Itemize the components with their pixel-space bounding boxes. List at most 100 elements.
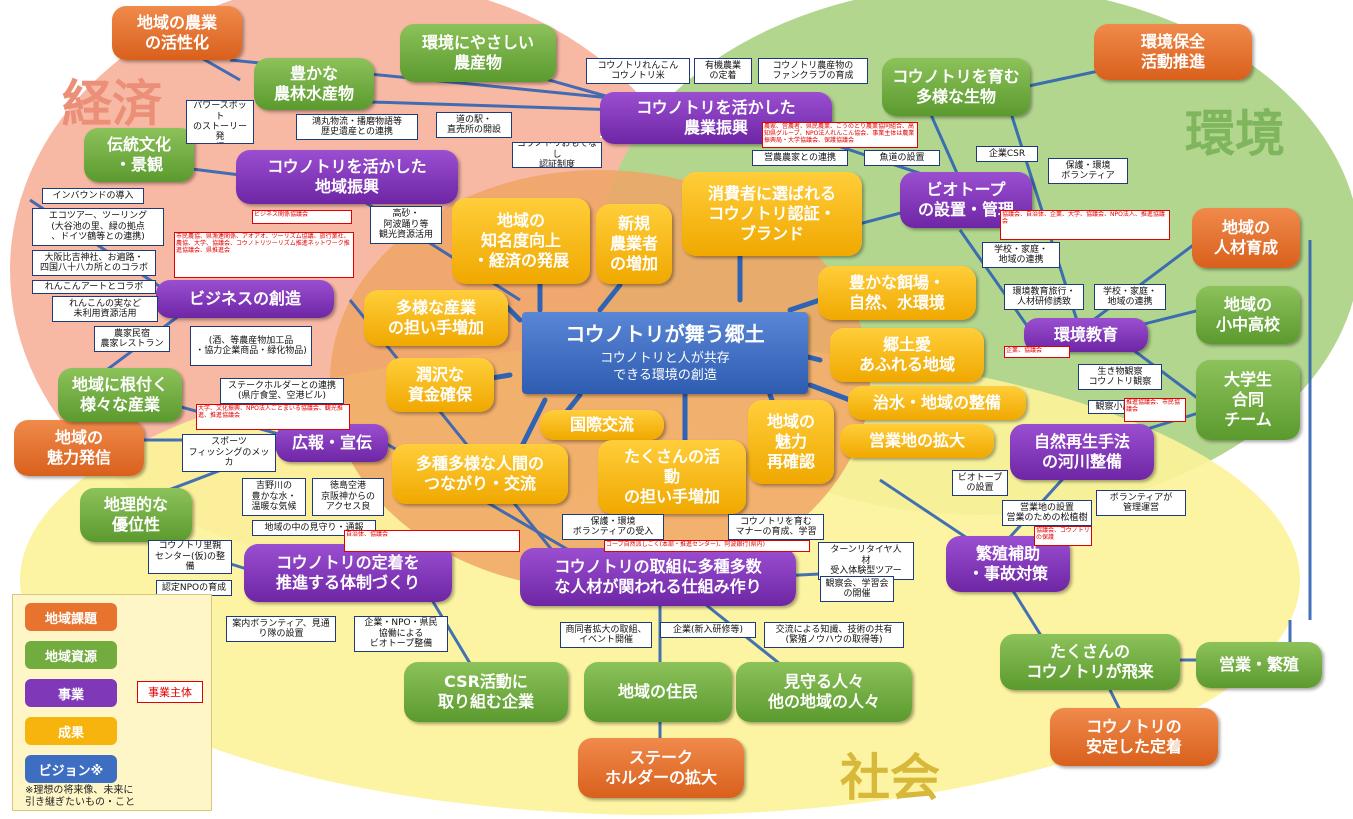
vision-subtitle: コウノトリと人が共存 できる環境の創造 <box>600 351 730 383</box>
note-school-family-2: 学校・家庭・ 地域の連携 <box>1094 284 1166 310</box>
note-education-trips: 環境教育旅行・ 人材研修誘致 <box>1004 284 1084 310</box>
project-pr: 広報・宣伝 <box>276 424 388 462</box>
resource-tradition-landscape: 伝統文化 ・景観 <box>84 128 194 182</box>
issue-environment-conservation: 環境保全 活動推進 <box>1094 24 1252 80</box>
actor-note-regional: 市民農協、県漁連関係、アオアオ、ツーリズム協議、旅行業社、農協、大学、協議会、コ… <box>174 232 354 278</box>
note-volunteer-management: ボランティアが 管理運営 <box>1096 490 1186 516</box>
note-corporate-training: 企業(新入研修等) <box>660 622 756 638</box>
resource-university-team: 大学生 合同 チーム <box>1196 360 1300 440</box>
issue-stakeholder-expansion: ステーク ホルダーの拡大 <box>578 738 744 798</box>
note-lotus-rice: コウノトリれんこん コウノトリ米 <box>586 58 690 84</box>
actor-note-pr: 大学、文化振興、NPO法人ごとまいる協議会、観光推進、推進協議会 <box>196 404 350 430</box>
actor-note-settlement: 自治体、協議会 <box>344 530 520 552</box>
note-farmer-cooperation: 営農農家との連携 <box>752 150 848 166</box>
project-river-restoration: 自然再生手法 の河川整備 <box>1010 424 1154 480</box>
resource-local-industries: 地域に根付く 様々な産業 <box>58 368 182 422</box>
outcome-certification-brand: 消費者に選ばれる コウノトリ認証・ ブランド <box>682 172 862 256</box>
legend-project: 事業 <box>25 679 117 707</box>
outcome-hometown-love: 郷土愛 あふれる地域 <box>830 328 984 382</box>
outcome-new-farmers: 新規 農業者 の増加 <box>596 204 672 284</box>
actor-note-watch: 推進協議会、自治体 <box>600 136 602 138</box>
resource-csr-companies: CSR活動に 取り組む企業 <box>404 662 568 722</box>
note-stakeholder-cooperation: ステークホルダーとの連携 (県庁食堂、空港ビル) <box>220 378 344 404</box>
legend-footnote: ※理想の将来像、未来に 引き継ぎたいもの・こと <box>25 785 135 808</box>
note-ecotourism: エコツアー、ツーリング (大谷池の里、緑の拠点 、ドイツ鶴等との連携) <box>32 208 164 246</box>
note-processed-products: (酒、等農産物加工品 ・協力企業商品・緑化物品) <box>190 326 312 366</box>
actor-note-biotope: 協議会、自治体、企業、大学、協議会、NPO法人、推進協議会 <box>1000 210 1170 240</box>
note-conservation-volunteer: 保護・環境 ボランティア <box>1048 158 1128 184</box>
economy-label: 経済 <box>62 74 162 133</box>
actor-note-river: 推進協議会、市民協議会 <box>1124 398 1186 422</box>
note-fishway: 魚道の設置 <box>864 150 940 166</box>
note-biotope-collaboration: 企業・NPO・県民 協働による ビオトープ整備 <box>354 616 448 652</box>
resource-local-schools: 地域の 小中高校 <box>1196 286 1300 344</box>
note-lotus-art: れんこんアートとコラボ <box>32 280 156 294</box>
project-settlement-system: コウノトリの定着を 推進する体制づくり <box>244 544 452 602</box>
note-supporter-events: 商同者拡大の取組、 イベント開催 <box>560 622 652 648</box>
note-inbound: インバウンドの導入 <box>42 188 144 204</box>
project-business-creation: ビジネスの創造 <box>156 280 334 318</box>
resource-breeding-sites: 営業・繁殖 <box>1196 642 1322 688</box>
legend-issue: 地域課題 <box>25 603 117 631</box>
note-observation-events: 観察会、学習会 の開催 <box>820 576 894 602</box>
note-sport-fishing: スポーツ フィッシングのメッ カ <box>182 434 276 472</box>
note-retiree-tours: ターンリタイヤ人 材 受入体験型ツアー <box>818 542 914 580</box>
note-farm-inn: 農家民宿 農家レストラン <box>94 326 170 352</box>
resource-biodiversity: コウノトリを育む 多様な生物 <box>882 58 1030 116</box>
note-history-heritage: 鴻丸物流・播磨物語等 歴史遺産との連携 <box>296 114 418 140</box>
note-tourism-resources: 高砂・ 阿波踊り等 観光資源活用 <box>370 206 442 244</box>
note-school-family-1: 学校・家庭・ 地域の連携 <box>982 242 1060 268</box>
issue-local-talent: 地域の 人材育成 <box>1192 208 1300 268</box>
project-diverse-people: コウノトリの取組に多種多数 な人材が関われる仕組み作り <box>520 548 796 606</box>
note-airport-access: 徳島空港 京阪神からの アクセス良 <box>312 478 384 516</box>
note-biotope-install: ビオトープ の設置 <box>952 470 1008 496</box>
legend-outcome: 成果 <box>25 717 117 745</box>
issue-agriculture-revitalization: 地域の農業 の活性化 <box>112 6 242 60</box>
outcome-funding: 潤沢な 資金確保 <box>386 358 494 412</box>
resource-many-storks: たくさんの コウノトリが飛来 <box>1000 634 1180 690</box>
issue-stork-settlement: コウノトリの 安定した定着 <box>1050 708 1218 766</box>
society-label: 社会 <box>840 748 940 807</box>
outcome-international-exchange: 国際交流 <box>540 410 664 440</box>
note-foster-center: コウノトリ里親 センター(仮)の整 備 <box>148 540 232 574</box>
outcome-feeding-grounds: 豊かな餌場・ 自然、水環境 <box>818 266 976 320</box>
actor-note-agriculture: 農家、営農者、県民農業、こうのとり農業協同組合、高知県グループ、NPO法人れんこ… <box>762 122 918 148</box>
note-power-spot: 安産祈願 パワースポット のストーリー発 掘 <box>186 100 254 144</box>
resource-watchers: 見守る人々 他の地域の人々 <box>736 662 912 722</box>
actor-note-education: 企業、協議会 <box>1004 346 1070 358</box>
actor-note-breeding: 協議会、コウノトリの保護 <box>1034 526 1092 546</box>
note-site-pine-planting: 営業地の設置 営業のための松植樹 <box>1002 500 1092 526</box>
note-organic-farming: 有機農業 の定着 <box>694 58 752 84</box>
note-wildlife-observation: 生き物観察 コウノトリ観察 <box>1078 364 1162 390</box>
note-unused-resources: れんこんの実など 未利用資源活用 <box>52 296 158 322</box>
outcome-rediscover-appeal: 地域の 魅力 再確認 <box>748 400 834 484</box>
note-knowledge-sharing: 交流による知識、技術の共有 (繁殖ノウハウの取得等) <box>764 622 904 648</box>
environment-label: 環境 <box>1185 104 1285 163</box>
outcome-flood-control: 治水・地域の整備 <box>848 386 1026 420</box>
resource-geographic-advantage: 地理的な 優位性 <box>80 488 192 542</box>
vision-box: コウノトリが舞う郷土 コウノトリと人が共存 できる環境の創造 <box>522 312 808 394</box>
note-roadside-station: 道の駅・ 直売所の開設 <box>436 112 512 138</box>
note-fan-club: コウノトリ農産物の ファンクラブの育成 <box>758 58 868 84</box>
project-stork-agriculture: コウノトリを活かした 農業振興 <box>600 92 832 144</box>
outcome-site-expansion: 営業地の拡大 <box>840 424 994 458</box>
vision-title: コウノトリが舞う郷土 <box>565 322 765 347</box>
note-guide-volunteers: 案内ボランティア、見通 り隊の設置 <box>226 616 336 642</box>
legend-actor: 事業主体 <box>137 681 203 703</box>
note-pilgrimage: 大阪比吉神社、お遍路・ 四国八十八カ所とのコラボ <box>32 250 156 276</box>
note-yoshino-river: 吉野川の 豊かな水・ 温暖な気候 <box>242 478 306 516</box>
issue-local-appeal: 地域の 魅力発信 <box>14 420 144 476</box>
legend-resource: 地域資源 <box>25 641 117 669</box>
note-hospitality-cert: コウノトリおもてなし 認証制度 <box>512 142 602 168</box>
note-volunteer-acceptance: 保護・環境 ボランティアの受入 <box>562 514 664 540</box>
project-stork-regional: コウノトリを活かした 地域振興 <box>236 150 458 204</box>
legend: 地域課題 地域資源 事業 成果 ビジョン※ 事業主体 ※理想の将来像、未来に 引… <box>12 594 212 811</box>
note-corporate-csr: 企業CSR <box>976 146 1038 162</box>
note-manners-learning: コウノトリを育む マナーの育成、学習 <box>728 514 824 540</box>
outcome-industry-workers: 多様な産業 の担い手増加 <box>364 290 508 346</box>
resource-eco-produce: 環境にやさしい 農産物 <box>400 24 556 82</box>
outcome-human-connection: 多種多様な人間の つながり・交流 <box>392 444 568 504</box>
outcome-recognition-economy: 地域の 知名度向上 ・経済の発展 <box>452 198 590 284</box>
resource-rich-produce: 豊かな 農林水産物 <box>254 58 374 110</box>
